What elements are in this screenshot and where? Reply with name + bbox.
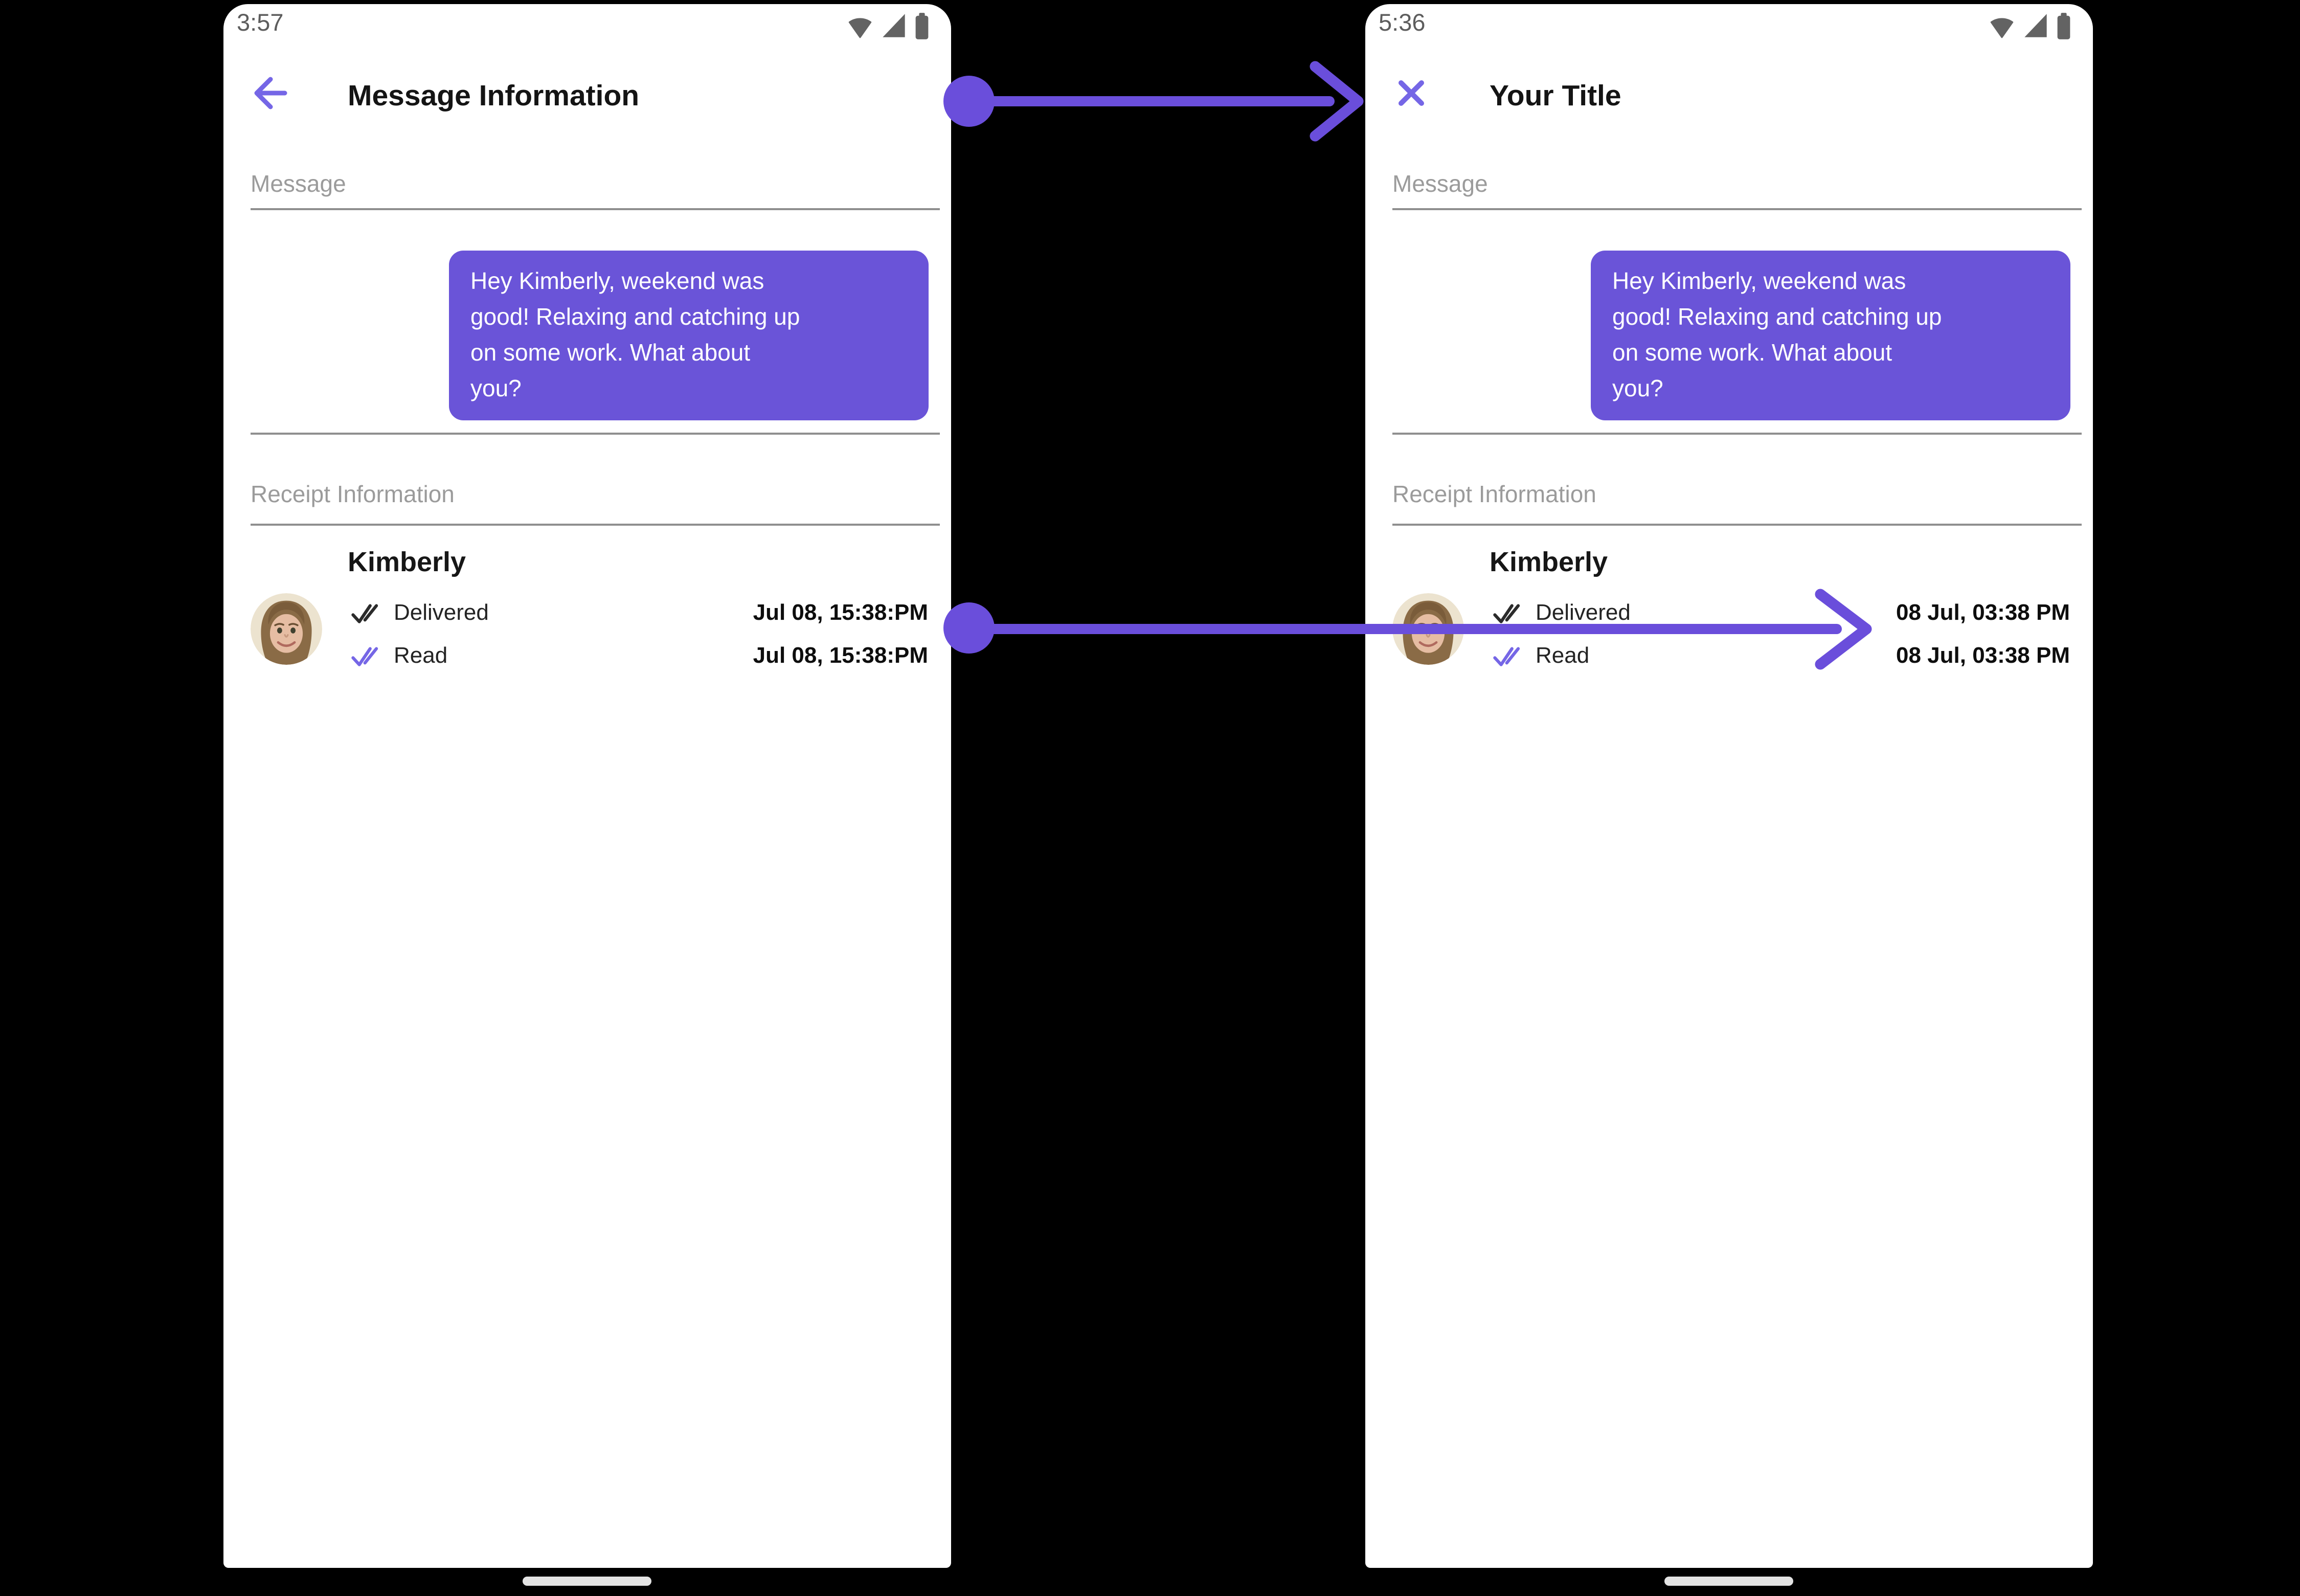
home-indicator (523, 1577, 651, 1586)
receipt-section-label: Receipt Information (251, 481, 455, 507)
contact-name: Kimberly (1490, 547, 1608, 577)
delivered-double-check-icon (1493, 600, 1523, 626)
receipt-timestamp: 08 Jul, 03:38 PM (1896, 600, 2070, 625)
close-icon[interactable] (1397, 79, 1426, 107)
divider (1392, 208, 2082, 210)
battery-icon (2056, 12, 2071, 42)
receipt-timestamp: Jul 08, 15:38:PM (753, 643, 928, 668)
receipt-timestamp: 08 Jul, 03:38 PM (1896, 643, 2070, 668)
receipt-status-label: Delivered (394, 600, 489, 625)
title-mapping-arrow (943, 61, 1364, 142)
message-section-label: Message (251, 170, 346, 197)
receipt-row-read: Read 08 Jul, 03:38 PM (1365, 640, 2070, 673)
contact-name: Kimberly (348, 547, 466, 577)
read-double-check-icon (351, 643, 381, 669)
delivered-double-check-icon (351, 600, 381, 626)
home-indicator (1664, 1577, 1793, 1586)
receipt-row-read: Read Jul 08, 15:38:PM (223, 640, 928, 673)
cellular-signal-icon (881, 12, 907, 41)
receipt-timestamp: Jul 08, 15:38:PM (753, 600, 928, 625)
page-title: Message Information (348, 79, 640, 112)
battery-icon (914, 12, 930, 42)
cellular-signal-icon (2022, 12, 2049, 41)
message-section-label: Message (1392, 170, 1488, 197)
phone-screen-after: 5:36 Your Title Message Hey Kimberly, we… (1365, 4, 2093, 1568)
message-bubble: Hey Kimberly, weekend was good! Relaxing… (449, 251, 929, 420)
message-bubble: Hey Kimberly, weekend was good! Relaxing… (1591, 251, 2070, 420)
receipt-status-label: Read (1536, 643, 1590, 668)
receipt-status-label: Read (394, 643, 448, 668)
divider (251, 524, 940, 526)
divider (251, 433, 940, 435)
status-bar-icons (847, 12, 930, 42)
status-bar-time: 5:36 (1379, 9, 1426, 36)
read-double-check-icon (1493, 643, 1523, 669)
back-arrow-icon[interactable] (252, 75, 289, 111)
phone-screen-before: 3:57 Message Information Message Hey Kim… (223, 4, 951, 1568)
page-title: Your Title (1490, 79, 1621, 112)
receipt-row-delivered: Delivered Jul 08, 15:38:PM (223, 597, 928, 630)
avatar (251, 593, 322, 665)
status-bar-icons (1989, 12, 2071, 42)
wifi-icon (847, 12, 873, 41)
divider (1392, 433, 2082, 435)
wifi-icon (1989, 12, 2015, 41)
status-bar-time: 3:57 (237, 9, 284, 36)
divider (251, 208, 940, 210)
receipt-section-label: Receipt Information (1392, 481, 1596, 507)
receipt-row-delivered: Delivered 08 Jul, 03:38 PM (1365, 597, 2070, 630)
receipt-status-label: Delivered (1536, 600, 1631, 625)
divider (1392, 524, 2082, 526)
